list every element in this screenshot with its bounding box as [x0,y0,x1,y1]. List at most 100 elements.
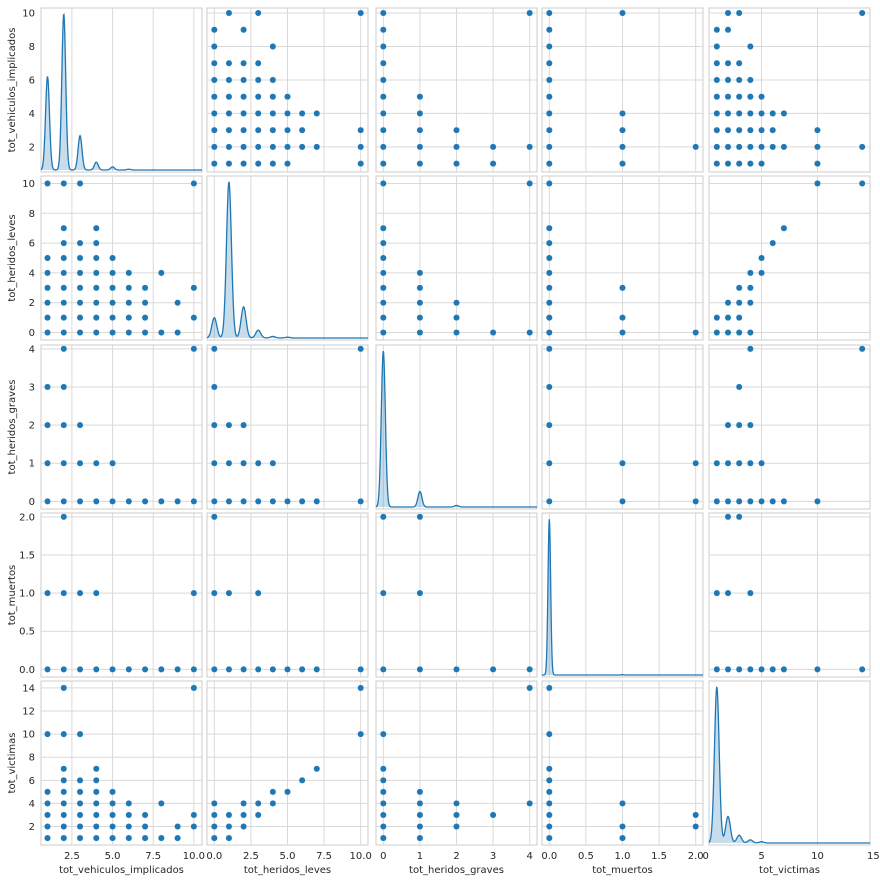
x-tick-label: 5.0 [105,851,121,862]
scatter-point [60,383,68,391]
scatter-point [76,811,84,819]
scatter-point [545,299,553,307]
x-tick-label: 2.5 [243,851,259,862]
panel-tot_vehiculos_implicados-vs-tot_vehiculos_implicados [40,7,203,173]
x-axis-label: tot_victimas [759,865,820,876]
scatter-point [284,110,291,117]
y-tick-label: 3 [29,382,35,393]
scatter-point [379,314,387,322]
scatter-point [619,834,626,842]
scatter-point [225,143,233,151]
scatter-point [284,665,291,673]
scatter-point [416,329,424,336]
scatter-point [416,788,424,796]
scatter-point [416,589,424,597]
scatter-point [254,160,262,168]
y-tick-label: 14 [22,683,35,694]
scatter-point [735,143,743,151]
scatter-point [92,269,100,277]
scatter-point [92,224,100,232]
scatter-point [190,345,198,353]
scatter-point [545,254,553,262]
panel-tot_heridos_graves-vs-tot_muertos [541,344,704,510]
scatter-point [357,143,365,151]
scatter-point [379,788,387,796]
scatter-point [269,110,277,117]
scatter-point [298,143,306,151]
scatter-point [240,110,247,117]
scatter-point [76,823,84,830]
scatter-point [379,254,387,262]
scatter-point [76,497,84,505]
scatter-point [44,254,51,262]
scatter-point [76,459,84,467]
panel-tot_heridos_graves-vs-tot_victimas [708,344,871,510]
scatter-point [758,93,765,101]
panel-tot_heridos_graves-vs-tot_heridos_leves [206,344,369,510]
scatter-point [92,811,100,819]
scatter-point [453,143,460,151]
scatter-point [157,329,165,336]
x-tick-label: 1 [417,851,423,862]
panel-tot_victimas-vs-tot_victimas [708,680,871,846]
scatter-point [60,765,68,773]
y-tick-label: 1 [29,459,35,470]
scatter-point [254,459,262,467]
scatter-point [92,665,100,673]
scatter-point [379,730,387,738]
scatter-point [713,589,721,597]
panel-tot_victimas-vs-tot_heridos_graves [375,680,538,846]
scatter-point [526,800,534,807]
x-tick-label: 10 [811,851,824,862]
scatter-point [713,143,721,151]
scatter-point [416,299,424,307]
scatter-point [769,665,777,673]
scatter-point [619,284,626,292]
scatter-point [713,160,721,168]
scatter-point [269,143,277,151]
scatter-point [379,110,387,117]
scatter-point [225,823,233,830]
scatter-point [713,43,721,50]
y-tick-label: 0.0 [19,665,35,676]
scatter-point [416,93,424,101]
x-tick-label: 3 [490,851,496,862]
y-tick-label: 2 [29,822,35,833]
scatter-point [240,160,247,168]
scatter-point [60,823,68,830]
y-tick-label: 12 [22,707,35,718]
scatter-point [109,823,116,830]
scatter-point [416,110,424,117]
scatter-point [545,314,553,322]
scatter-point [724,459,732,467]
scatter-point [44,459,51,467]
scatter-point [76,421,84,429]
scatter-point [746,459,754,467]
panel-frame [708,175,871,341]
scatter-point [545,834,553,842]
scatter-point [76,589,84,597]
scatter-point [746,143,754,151]
scatter-point [453,329,460,336]
scatter-point [60,513,68,521]
scatter-point [746,421,754,429]
y-tick-label: 10 [22,9,35,20]
scatter-point [780,665,788,673]
scatter-point [357,160,365,168]
scatter-point [60,730,68,738]
scatter-point [758,665,765,673]
scatter-point [225,459,233,467]
scatter-point [735,160,743,168]
y-tick-label: 1.0 [19,589,35,600]
x-axis-label: tot_vehiculos_implicados [59,865,184,876]
scatter-point [724,143,732,151]
scatter-point [60,834,68,842]
scatter-point [545,684,553,692]
scatter-point [692,497,700,505]
kde-line [206,181,368,339]
scatter-point [284,126,291,134]
scatter-point [76,269,84,277]
scatter-point [526,684,534,692]
scatter-point [109,299,116,307]
scatter-point [92,459,100,467]
